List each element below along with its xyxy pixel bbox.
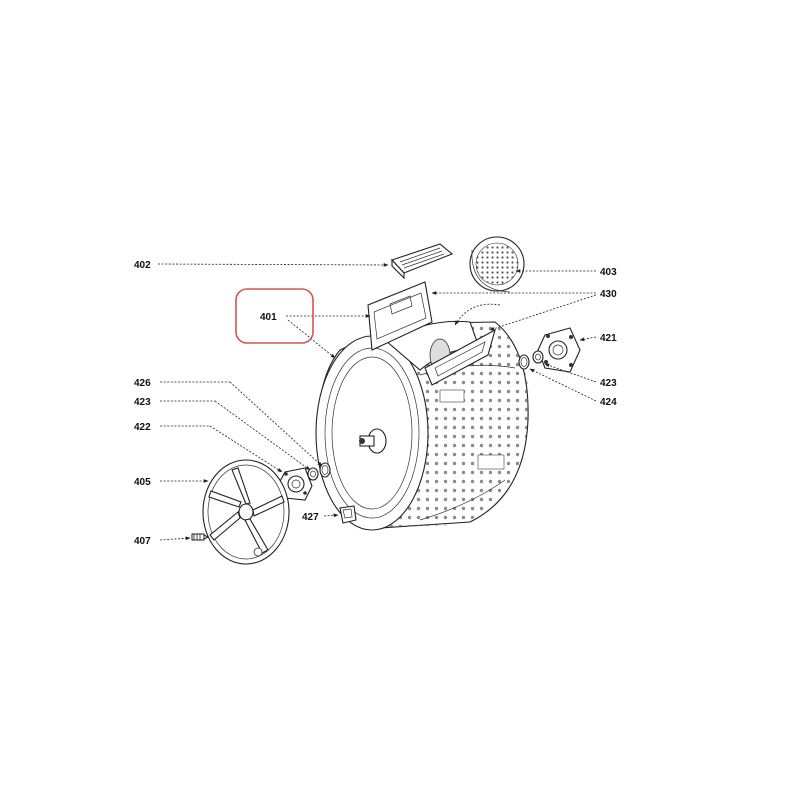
label-423-right: 423: [600, 378, 617, 389]
part-423-seal-right: [532, 350, 544, 364]
label-401: 401: [260, 312, 277, 323]
label-427: 427: [302, 512, 319, 523]
drum-door-left-flap: [367, 281, 433, 351]
part-427-clip: [339, 505, 357, 524]
label-424: 424: [600, 397, 617, 408]
part-424-ring-right: [518, 354, 530, 370]
part-402-cover: [391, 243, 454, 280]
label-407: 407: [134, 536, 151, 547]
part-403-filter-disc: [469, 236, 525, 293]
part-423-seal-left: [307, 467, 319, 481]
part-421-bearing-flange: [537, 327, 581, 373]
label-423-left: 423: [134, 397, 151, 408]
drum-assembly: [315, 320, 530, 531]
highlight-box-401: [235, 288, 314, 344]
label-426: 426: [134, 378, 151, 389]
label-421: 421: [600, 333, 617, 344]
label-422: 422: [134, 422, 151, 433]
label-430: 430: [600, 289, 617, 300]
part-426-ring-left: [319, 462, 331, 478]
part-405-pulley: [202, 459, 290, 565]
label-403: 403: [600, 267, 617, 278]
label-402: 402: [134, 260, 151, 271]
label-405: 405: [134, 477, 151, 488]
part-407-screw: [191, 533, 210, 541]
drum-door-right-flap: [424, 328, 496, 386]
